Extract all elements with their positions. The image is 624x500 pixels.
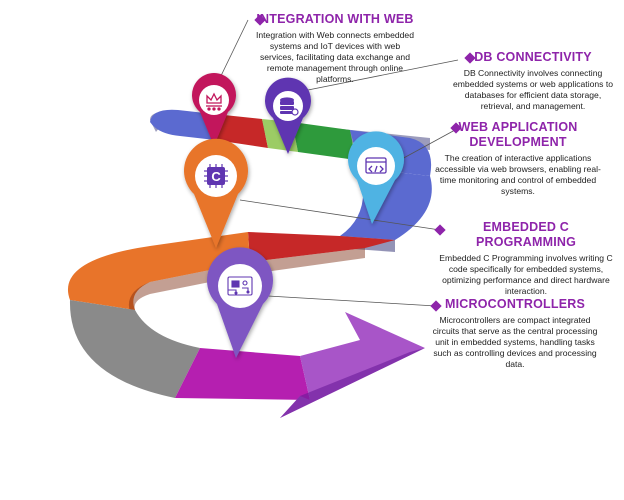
title-webapp-line1: WEB APPLICATION [458, 120, 578, 134]
pin-integration-face [199, 85, 229, 115]
pin-integration [192, 73, 236, 146]
pin-embeddedc: C [184, 138, 248, 248]
title-integration: INTEGRATION WITH WEB [256, 12, 414, 26]
desc-embeddedc: Embedded C Programming involves writing … [439, 253, 613, 296]
ribbon-segment-magenta [175, 348, 310, 400]
ribbon-segment-green [292, 122, 356, 160]
desc-integration: Integration with Web connects embedded s… [256, 30, 414, 84]
block-integration: INTEGRATION WITH WEB Integration with We… [254, 12, 416, 85]
title-embeddedc: EMBEDDED C PROGRAMMING [475, 220, 577, 249]
block-embeddedc: EMBEDDED C PROGRAMMING Embedded C Progra… [438, 220, 614, 297]
leader-integration [217, 19, 249, 83]
title-micro: MICROCONTROLLERS [445, 297, 585, 311]
pin-db [265, 77, 311, 154]
pin-webapp [348, 131, 404, 224]
ribbon-segment-blue-curve [340, 168, 432, 240]
desc-db: DB Connectivity involves connecting embe… [452, 68, 614, 111]
ribbon-arrow-shade [280, 348, 425, 418]
title-db: DB CONNECTIVITY [474, 50, 592, 64]
pin-micro [207, 247, 273, 358]
crown-network-icon [206, 92, 222, 111]
ribbon-segment-orange [67, 232, 250, 310]
leader-webapp [399, 129, 456, 161]
block-micro: MICROCONTROLLERS Microcontrollers are co… [432, 297, 598, 370]
block-webapp: WEB APPLICATION DEVELOPMENT The creation… [430, 120, 606, 197]
database-icon [280, 97, 299, 116]
title-webapp: WEB APPLICATION DEVELOPMENT [430, 120, 606, 150]
leader-lines [217, 19, 459, 307]
ribbon-segment-red-middle [248, 232, 395, 262]
ribbon-edge-middle [128, 248, 365, 312]
block-db: DB CONNECTIVITY DB Connectivity involves… [450, 50, 616, 112]
ribbon-segment-gray [69, 300, 200, 398]
leader-micro [267, 295, 437, 307]
leader-embeddedc [239, 199, 441, 231]
desc-micro: Microcontrollers are compact integrated … [432, 315, 598, 369]
leader-db [297, 59, 459, 93]
title-webapp-line2: DEVELOPMENT [469, 135, 567, 149]
desc-webapp: The creation of interactive applications… [435, 153, 601, 196]
c-chip-icon: C [204, 164, 228, 188]
pin-micro-face [218, 264, 262, 308]
code-window-icon [365, 157, 387, 174]
svg-text:C: C [211, 169, 221, 184]
pin-webapp-face [357, 147, 395, 185]
circuit-board-icon [227, 276, 253, 296]
ribbon-segment-blue-left [150, 109, 215, 140]
